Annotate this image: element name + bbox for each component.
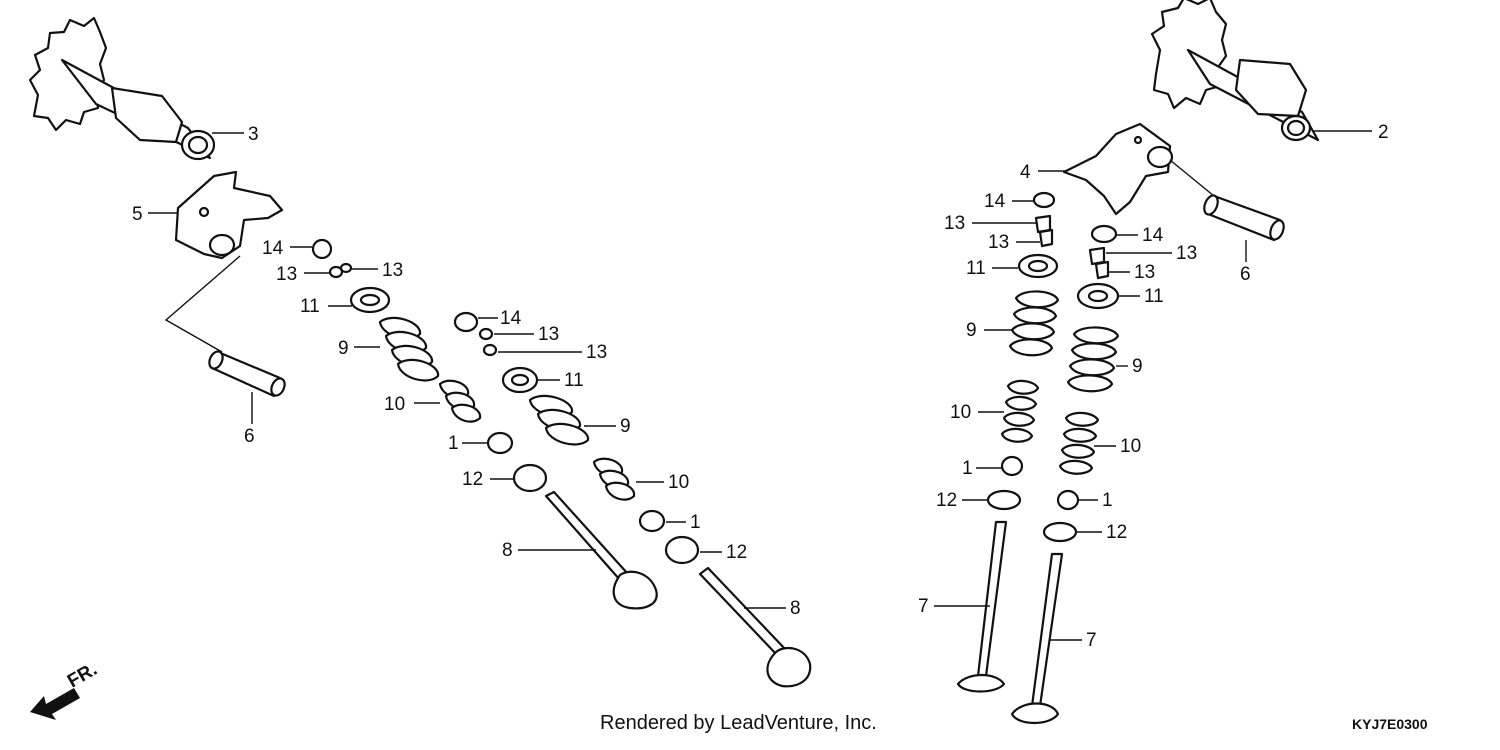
callout-label-c7a[interactable]: 7	[918, 596, 929, 617]
callout-label-c10c[interactable]: 10	[950, 402, 971, 423]
callout-label-c1b[interactable]: 1	[690, 512, 701, 533]
callout-label-c13h[interactable]: 13	[1134, 262, 1155, 283]
seal-1a[interactable]	[486, 431, 514, 455]
cotter-13g[interactable]	[1088, 246, 1106, 266]
diagram-code: KYJ7E0300	[1352, 716, 1428, 732]
callout-label-c9a[interactable]: 9	[338, 338, 349, 359]
callout-label-c14c[interactable]: 14	[984, 191, 1006, 212]
spring-seat-12c[interactable]	[986, 489, 1022, 511]
callout-label-c9d[interactable]: 9	[1132, 356, 1143, 377]
callout-label-c13f[interactable]: 13	[988, 232, 1009, 253]
cotter-13f[interactable]	[1038, 228, 1054, 248]
spring-inner-10b[interactable]	[592, 457, 636, 501]
cotter-13b[interactable]	[339, 262, 353, 274]
valve-adjuster-14a[interactable]	[311, 238, 333, 260]
callout-label-c9c[interactable]: 9	[966, 320, 977, 341]
callout-label-c11c[interactable]: 11	[966, 258, 986, 279]
callout-label-c14a[interactable]: 14	[262, 238, 284, 259]
valve-7a[interactable]	[956, 520, 1008, 693]
seal-1c[interactable]	[1000, 455, 1024, 477]
callout-label-c1c[interactable]: 1	[962, 458, 973, 479]
callout-label-c6a[interactable]: 6	[244, 426, 255, 447]
callout-label-c8b[interactable]: 8	[790, 598, 801, 619]
callout-label-c14d[interactable]: 14	[1142, 225, 1164, 246]
valve-8b[interactable]	[698, 566, 812, 688]
cotter-13c[interactable]	[478, 327, 494, 341]
callout-label-c13c[interactable]: 13	[538, 324, 559, 345]
callout-label-c11d[interactable]: 11	[1144, 286, 1164, 307]
callout-label-c9b[interactable]: 9	[620, 416, 631, 437]
callout-label-c11b[interactable]: 11	[564, 370, 584, 391]
rocker-arm-left[interactable]	[174, 170, 284, 260]
callout-label-c12d[interactable]: 12	[1106, 522, 1127, 543]
rocker-arm-right[interactable]	[1062, 122, 1174, 216]
spring-outer-9c[interactable]	[1008, 290, 1060, 357]
camshaft-left[interactable]	[28, 16, 216, 161]
spring-seat-12a[interactable]	[512, 463, 548, 493]
spring-outer-9b[interactable]	[528, 394, 590, 446]
callout-label-c2[interactable]: 2	[1378, 122, 1389, 143]
valve-7b[interactable]	[1010, 552, 1064, 725]
spring-inner-10d[interactable]	[1058, 411, 1100, 475]
valve-adjuster-14b[interactable]	[453, 311, 479, 333]
seal-1b[interactable]	[638, 509, 666, 533]
callout-label-c3[interactable]: 3	[248, 124, 259, 145]
callout-label-c13e[interactable]: 13	[944, 213, 965, 234]
valve-assembly-right-b	[1010, 224, 1120, 725]
callout-label-c13d[interactable]: 13	[586, 342, 607, 363]
rocker-shaft-right[interactable]	[1169, 159, 1286, 242]
callout-label-c6b[interactable]: 6	[1240, 264, 1251, 285]
direction-label: FR.	[64, 659, 101, 692]
callout-label-c5[interactable]: 5	[132, 204, 143, 225]
valve-assembly-left-b	[453, 311, 812, 688]
cotter-13a[interactable]	[328, 265, 344, 279]
callout-label-c7b[interactable]: 7	[1086, 630, 1097, 651]
callout-label-c4[interactable]: 4	[1020, 162, 1031, 183]
valve-8a[interactable]	[544, 490, 658, 610]
spring-inner-10a[interactable]	[438, 379, 482, 423]
callout-label-c11a[interactable]: 11	[300, 296, 320, 317]
render-credit: Rendered by LeadVenture, Inc.	[600, 712, 877, 734]
callout-label-c8a[interactable]: 8	[502, 540, 513, 561]
callout-label-c1d[interactable]: 1	[1102, 490, 1113, 511]
spring-seat-12d[interactable]	[1042, 521, 1078, 543]
cotter-13d[interactable]	[482, 343, 498, 357]
valve-assembly-right-a	[956, 191, 1060, 693]
spring-outer-9a[interactable]	[378, 316, 440, 382]
valve-adjuster-14c[interactable]	[1032, 191, 1056, 209]
callout-label-c1a[interactable]: 1	[448, 433, 459, 454]
seal-1d[interactable]	[1056, 489, 1080, 511]
callout-label-c13a[interactable]: 13	[276, 264, 297, 285]
callout-label-c14b[interactable]: 14	[500, 308, 522, 329]
valve-adjuster-14d[interactable]	[1090, 224, 1118, 244]
callout-label-c12b[interactable]: 12	[726, 542, 747, 563]
front-direction-arrow: FR.	[30, 659, 101, 720]
rocker-shaft-left[interactable]	[164, 255, 287, 398]
callout-label-c10b[interactable]: 10	[668, 472, 689, 493]
callout-label-c10d[interactable]: 10	[1120, 436, 1141, 457]
callout-label-c12a[interactable]: 12	[462, 469, 483, 490]
callout-label-c10a[interactable]: 10	[384, 394, 405, 415]
spring-inner-10c[interactable]	[1000, 379, 1040, 443]
camshaft-right[interactable]	[1150, 0, 1320, 142]
cotter-13h[interactable]	[1094, 260, 1110, 280]
spring-seat-12b[interactable]	[664, 535, 700, 565]
callout-label-c13b[interactable]: 13	[382, 260, 403, 281]
callout-label-c13g[interactable]: 13	[1176, 243, 1197, 264]
spring-outer-9d[interactable]	[1066, 326, 1120, 393]
callout-label-c12c[interactable]: 12	[936, 490, 957, 511]
valve-assembly-left-a	[311, 238, 658, 610]
